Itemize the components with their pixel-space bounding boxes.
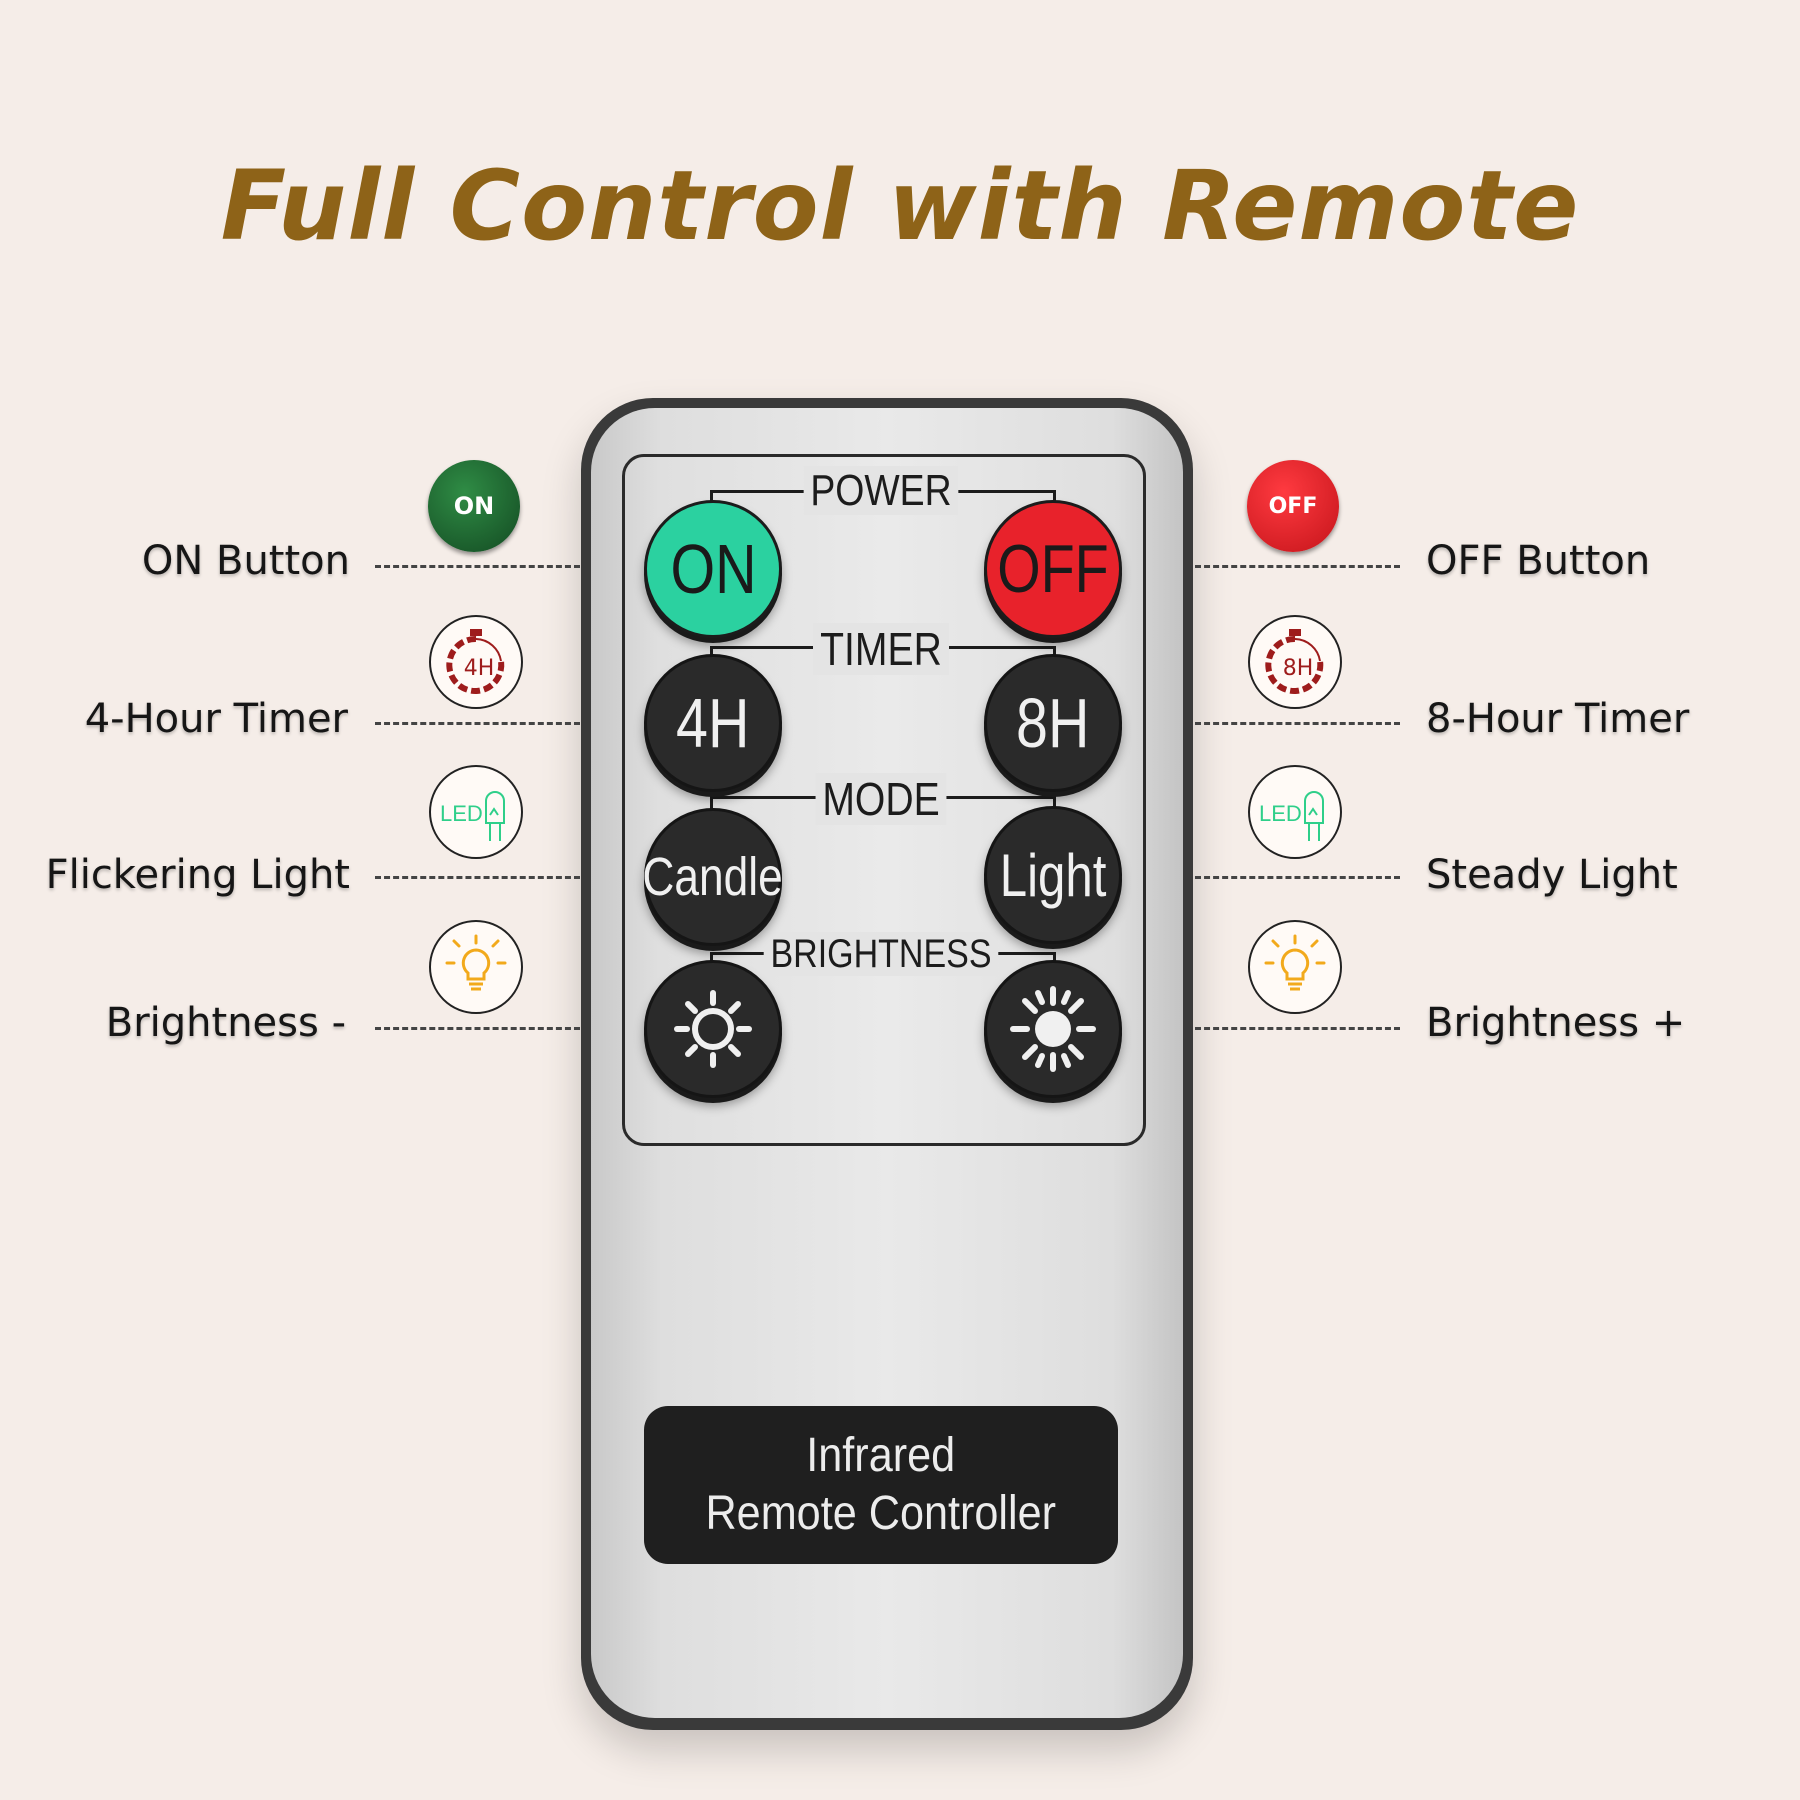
brightness-down-button[interactable] xyxy=(644,960,782,1098)
mode-section-label: MODE xyxy=(754,772,1009,826)
sun-icon xyxy=(674,990,752,1068)
candle-mode-button[interactable]: Candle xyxy=(642,808,784,946)
callout-on-button: ON Button xyxy=(141,538,350,584)
callout-4h-timer: 4-Hour Timer xyxy=(84,696,348,742)
callout-line xyxy=(375,722,580,725)
timer-4h-button-label: 4H xyxy=(676,684,750,762)
callout-8h-timer: 8-Hour Timer xyxy=(1426,696,1690,742)
infrared-label-line2: Remote Controller xyxy=(705,1487,1057,1540)
brightness-up-button[interactable] xyxy=(984,960,1122,1098)
callout-line xyxy=(1195,1027,1400,1030)
sun-icon xyxy=(1010,986,1096,1072)
mode-section-label-text: MODE xyxy=(815,773,947,825)
callout-off-button: OFF Button xyxy=(1426,538,1651,584)
timer-8h-button-label: 8H xyxy=(1016,684,1090,762)
timer-4h-button[interactable]: 4H xyxy=(644,654,782,792)
on-button-label: ON xyxy=(669,530,757,608)
callout-line xyxy=(375,876,580,879)
timer-4h-icon-text: 4H xyxy=(464,656,495,681)
page-title: Full Control with Remote xyxy=(220,150,1580,262)
callout-line xyxy=(1195,565,1400,568)
off-button[interactable]: OFF xyxy=(984,500,1122,638)
callout-line xyxy=(1195,876,1400,879)
stopwatch-icon: 8H xyxy=(1265,629,1324,694)
power-section-label: POWER xyxy=(754,466,1009,516)
on-icon: ON xyxy=(428,460,520,552)
led-icon: LED xyxy=(429,765,523,859)
timer-8h-button[interactable]: 8H xyxy=(984,654,1122,792)
lightbulb-icon xyxy=(445,934,507,991)
led-icon-text: LED xyxy=(440,801,483,826)
timer-8h-icon: 8H xyxy=(1248,615,1342,709)
bulb-icon xyxy=(429,920,523,1014)
led-icon-text: LED xyxy=(1259,801,1302,826)
timer-section-label: TIMER xyxy=(754,622,1009,676)
callout-steady-light: Steady Light xyxy=(1426,852,1678,898)
led-bulb-icon: LED xyxy=(1259,791,1324,841)
on-button[interactable]: ON xyxy=(644,500,782,638)
off-icon: OFF xyxy=(1247,460,1339,552)
bulb-icon xyxy=(1248,920,1342,1014)
brightness-section-label: BRIGHTNESS xyxy=(754,932,1009,977)
led-bulb-icon: LED xyxy=(440,791,505,841)
power-section-label-text: POWER xyxy=(803,466,959,515)
callout-brightness-down: Brightness - xyxy=(105,1000,346,1046)
off-icon-label: OFF xyxy=(1268,493,1318,519)
lightbulb-icon xyxy=(1264,934,1326,991)
infrared-label-line1: Infrared xyxy=(806,1429,956,1482)
led-icon: LED xyxy=(1248,765,1342,859)
callout-flickering-light: Flickering Light xyxy=(45,852,350,898)
infrared-label: Infrared Remote Controller xyxy=(644,1406,1118,1564)
off-button-label: OFF xyxy=(997,531,1109,607)
light-mode-button-label: Light xyxy=(999,841,1107,909)
timer-section-label-text: TIMER xyxy=(813,623,949,675)
on-icon-label: ON xyxy=(453,492,495,520)
callout-line xyxy=(375,1027,580,1030)
light-mode-button[interactable]: Light xyxy=(984,806,1122,944)
timer-4h-icon: 4H xyxy=(429,615,523,709)
timer-8h-icon-text: 8H xyxy=(1283,656,1314,681)
candle-mode-button-label: Candle xyxy=(642,847,784,907)
callout-line xyxy=(375,565,580,568)
brightness-section-label-text: BRIGHTNESS xyxy=(763,932,999,976)
stopwatch-icon: 4H xyxy=(446,629,505,694)
callout-line xyxy=(1195,722,1400,725)
callout-brightness-up: Brightness + xyxy=(1426,1000,1686,1046)
